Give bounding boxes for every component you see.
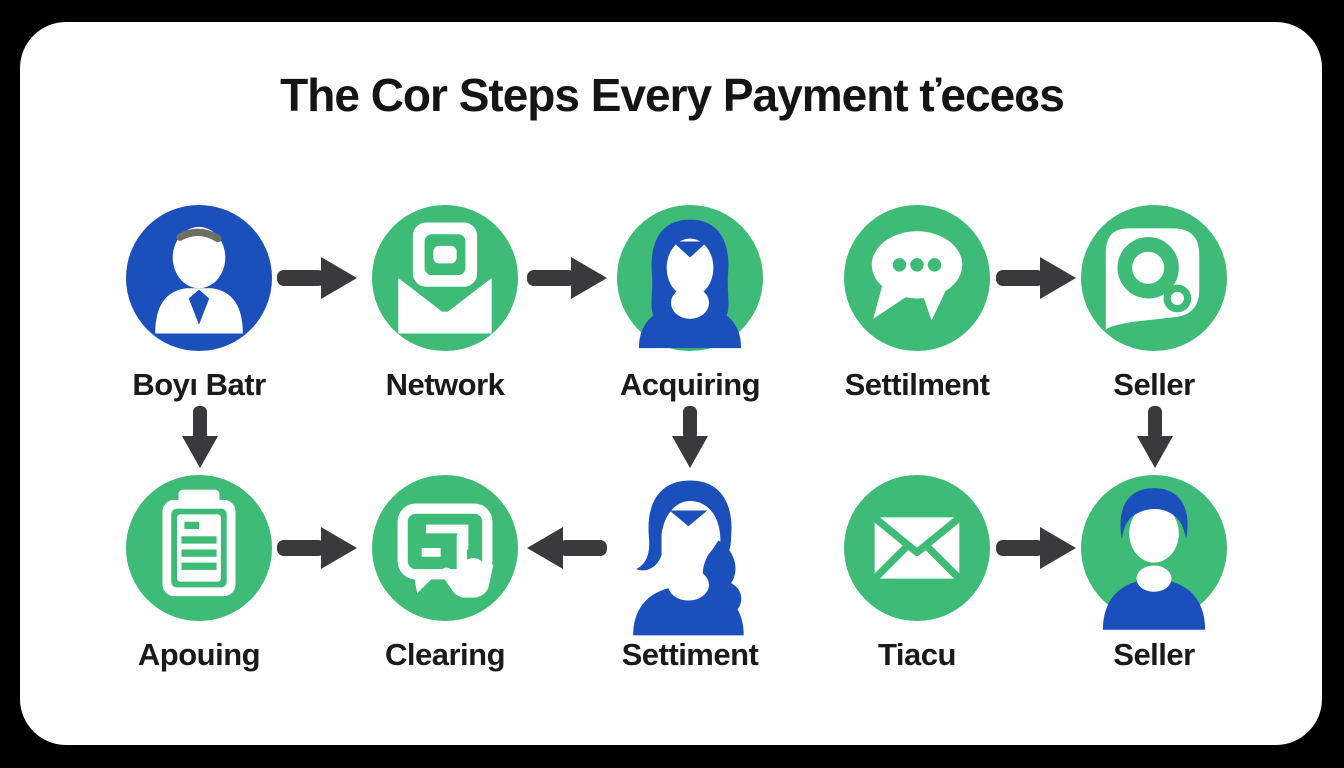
chat-bubble-icon bbox=[871, 231, 963, 321]
settilment-circle bbox=[844, 205, 990, 351]
woman-ponytail-icon bbox=[633, 480, 744, 636]
seller-top-circle bbox=[1081, 205, 1227, 351]
arrow-right-icon bbox=[277, 257, 357, 299]
woman-icon bbox=[638, 219, 742, 349]
arrow-right-icon bbox=[527, 257, 607, 299]
node-acquiring: Acquiring bbox=[590, 205, 790, 403]
clearing-circle bbox=[372, 475, 518, 621]
businessman-icon bbox=[155, 226, 243, 334]
arrow-right-icon bbox=[277, 527, 357, 569]
node-label: Seller bbox=[1113, 637, 1195, 672]
node-label: Seller bbox=[1113, 367, 1195, 402]
buyer-circle bbox=[126, 205, 272, 351]
node-label: Apouing bbox=[137, 637, 261, 672]
node-label: Network bbox=[385, 367, 505, 402]
node-label: Boyı Batr bbox=[132, 367, 266, 402]
page-title: The Cor Steps Every Payment ťeceɞs bbox=[280, 69, 1065, 121]
arrow-right-icon bbox=[996, 527, 1076, 569]
arrow-down-icon bbox=[182, 406, 218, 468]
arrow-right-icon bbox=[996, 257, 1076, 299]
node-tiacu: Tiacu bbox=[817, 475, 1017, 673]
screen-tap-icon bbox=[397, 503, 494, 598]
arrow-down-icon bbox=[672, 406, 708, 468]
mail-icon bbox=[873, 516, 961, 580]
acquiring-circle bbox=[617, 205, 763, 351]
envelope-card-icon bbox=[398, 222, 492, 334]
node-label: Tiacu bbox=[878, 637, 956, 672]
clipboard-icon bbox=[162, 489, 236, 597]
arrow-left-icon bbox=[527, 527, 607, 569]
node-clearing: Clearing bbox=[345, 475, 545, 673]
node-settilment: Settilment bbox=[817, 205, 1017, 403]
node-network: Network bbox=[345, 205, 545, 403]
node-seller-bottom: Seller bbox=[1054, 475, 1254, 673]
node-apouing: Apouing bbox=[99, 475, 299, 673]
network-circle bbox=[372, 205, 518, 351]
node-label: Settilment bbox=[844, 367, 990, 402]
node-label: Settiment bbox=[621, 637, 759, 672]
node-label: Acquiring bbox=[619, 367, 761, 402]
apouing-circle bbox=[126, 475, 272, 621]
lens-bubble-icon bbox=[1105, 228, 1200, 331]
settiment-figure bbox=[617, 475, 763, 636]
seller-bottom-circle bbox=[1081, 475, 1227, 630]
tiacu-circle bbox=[844, 475, 990, 621]
node-seller-top: Seller bbox=[1054, 205, 1254, 403]
node-settiment: Settiment bbox=[590, 475, 790, 673]
node-buyer: Boyı Batr bbox=[99, 205, 299, 403]
man-icon bbox=[1102, 488, 1206, 630]
arrow-down-icon bbox=[1137, 406, 1173, 468]
node-label: Clearing bbox=[384, 637, 506, 672]
